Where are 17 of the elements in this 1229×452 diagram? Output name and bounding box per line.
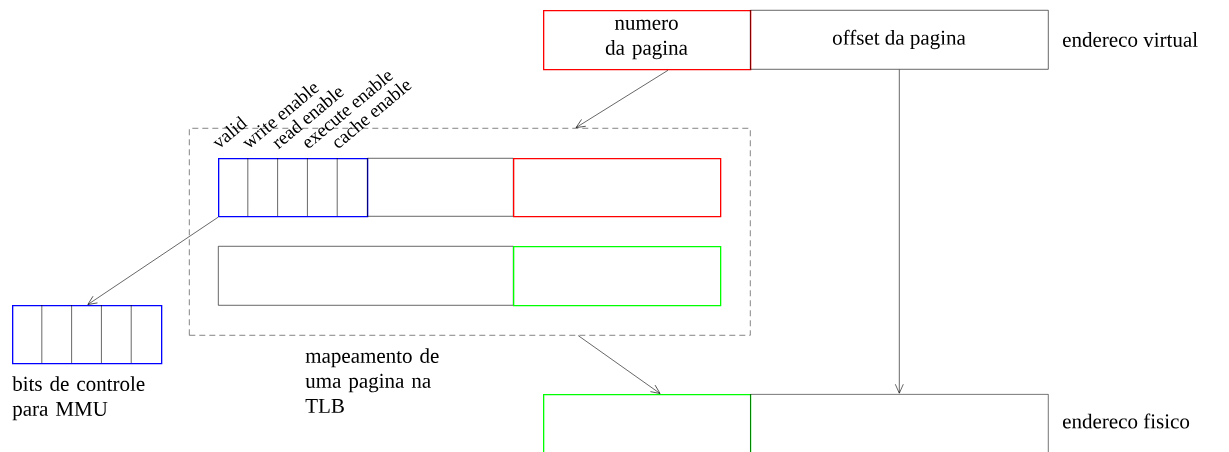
page-number-field: numero da pagina <box>543 10 752 71</box>
frame-number-field <box>543 394 752 452</box>
address-label: endereco fisico <box>1063 413 1190 429</box>
frame-number-field <box>513 246 722 307</box>
arrow <box>575 70 669 128</box>
arrow <box>577 335 661 394</box>
offset-field <box>750 393 1049 452</box>
address-label: endereco virtual <box>1063 32 1198 47</box>
page-number-field <box>513 158 722 218</box>
blank-field <box>367 158 514 217</box>
arrow <box>895 69 904 394</box>
caption-text: bits de controle para MMU <box>12 376 145 421</box>
offset-field: offset da pagina <box>750 10 1049 70</box>
control-bits-field <box>218 157 369 218</box>
arrow <box>87 217 219 305</box>
caption-text: mapeamento de uma pagina na TLB <box>305 348 439 413</box>
blank-field <box>218 246 514 306</box>
